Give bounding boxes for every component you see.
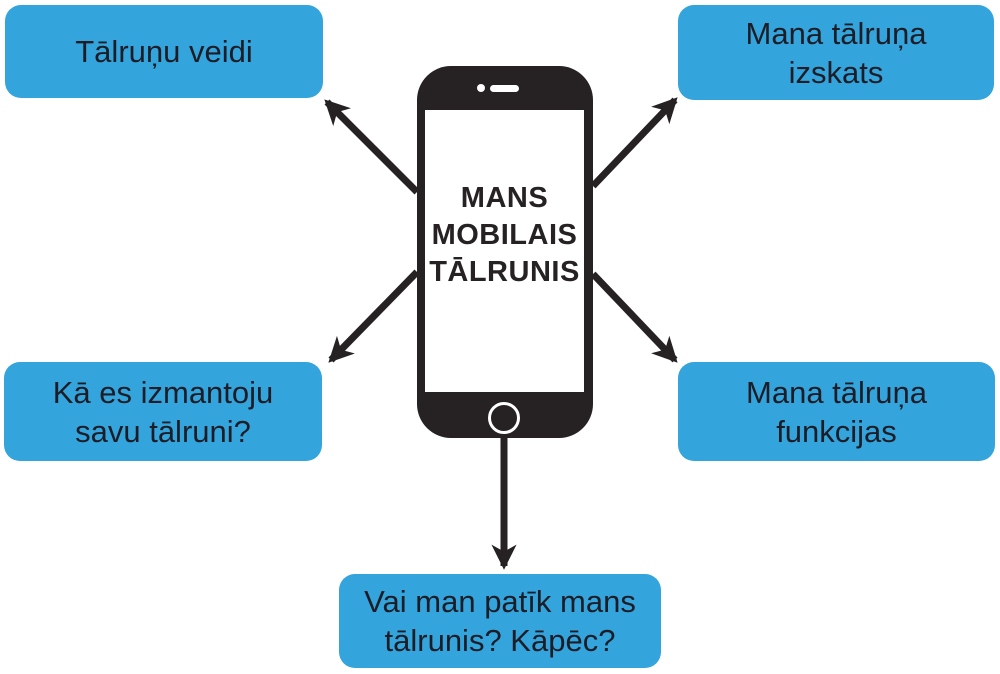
smartphone-icon: MANS MOBILAIS TĀLRUNIS: [417, 66, 593, 438]
center-title: MANS MOBILAIS TĀLRUNIS: [429, 181, 580, 288]
home-button-icon: [488, 402, 520, 434]
node-talrunu-veidi: Tālruņu veidi: [5, 5, 323, 98]
camera-icon: [477, 84, 485, 92]
node-label: Kā es izmantoju savu tālruni?: [52, 374, 274, 449]
node-vai-man-patik: Vai man patīk mans tālrunis? Kāpēc?: [339, 574, 661, 668]
arrow-to-mana-talruna-funkcijas: [590, 271, 678, 363]
arrow-to-ka-es-izmantoju: [328, 269, 420, 363]
node-mana-talruna-funkcijas: Mana tālruņa funkcijas: [678, 362, 995, 461]
phone-screen: MANS MOBILAIS TĀLRUNIS: [425, 110, 584, 392]
node-label: Mana tālruņa izskats: [745, 15, 927, 90]
node-label: Tālruņu veidi: [75, 34, 253, 69]
node-label: Vai man patīk mans tālrunis? Kāpēc?: [364, 584, 636, 658]
node-label: Mana tālruņa funkcijas: [746, 374, 927, 449]
speaker-icon: [490, 85, 519, 92]
arrow-to-mana-talruna-izskats: [590, 97, 678, 189]
node-ka-es-izmantoju: Kā es izmantoju savu tālruni?: [4, 362, 322, 461]
arrow-to-talrunu-veidi: [324, 99, 420, 195]
node-mana-talruna-izskats: Mana tālruņa izskats: [678, 5, 994, 100]
